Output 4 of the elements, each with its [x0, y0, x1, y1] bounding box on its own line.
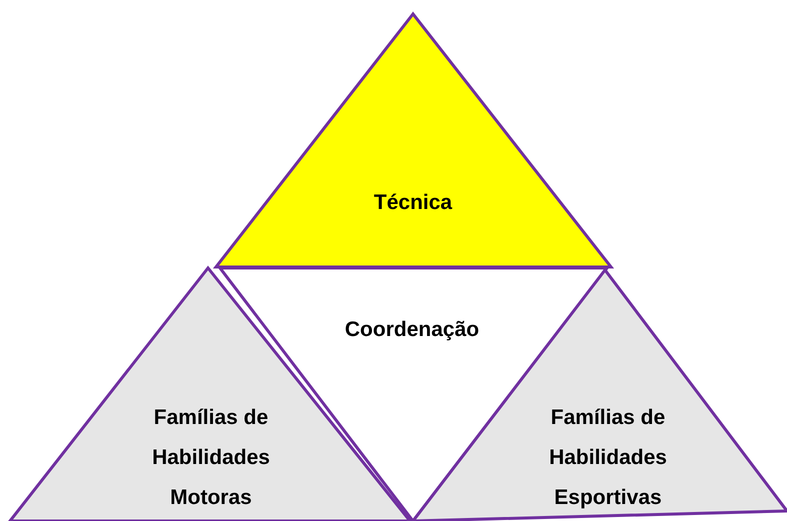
triangle-label: Famílias de Habilidades Motoras	[151, 405, 271, 511]
triangle-label: Coordenação	[344, 317, 480, 343]
triangle-label: Técnica	[372, 190, 454, 216]
triangle-label: Famílias de Habilidades Esportivas	[548, 405, 668, 511]
